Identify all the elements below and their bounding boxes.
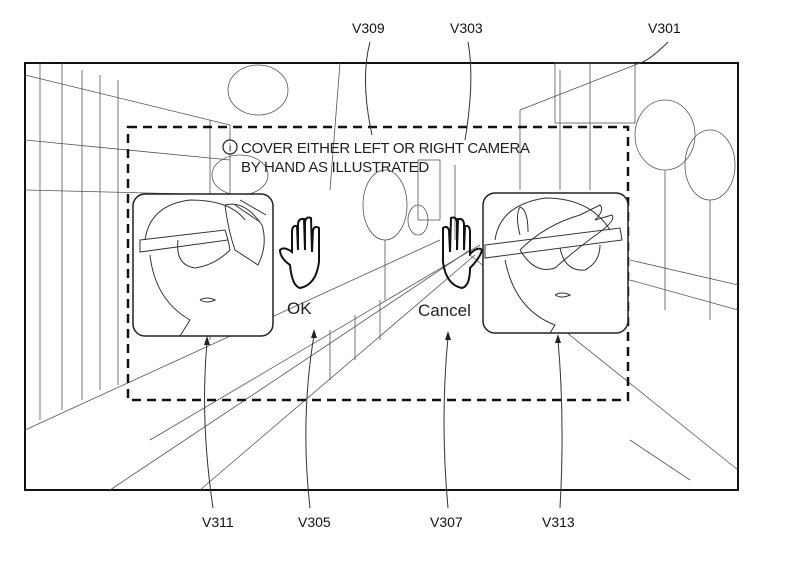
- message-line-2: BY HAND AS ILLUSTRATED: [241, 159, 429, 176]
- ref-label-v301: V301: [648, 20, 681, 36]
- ref-label-v305: V305: [298, 514, 331, 530]
- display-frame: [24, 62, 739, 491]
- leader-lines: [204, 41, 669, 509]
- reference-labels: V309 V303 V301 V311 V305 V307 V313: [202, 20, 681, 530]
- svg-text:i: i: [229, 143, 231, 155]
- ok-gesture-hand-icon: [278, 216, 320, 290]
- ref-label-v307: V307: [430, 514, 463, 530]
- ref-label-v313: V313: [542, 514, 575, 530]
- message-line-1: COVER EITHER LEFT OR RIGHT CAMERA: [241, 140, 530, 157]
- ref-label-v303: V303: [450, 20, 483, 36]
- ref-label-v311: V311: [202, 514, 234, 530]
- cancel-gesture-hand-icon: [442, 216, 484, 290]
- cancel-button[interactable]: Cancel: [418, 301, 471, 320]
- info-icon: i: [222, 139, 238, 155]
- leader-arrowheads: [204, 329, 561, 345]
- ok-button[interactable]: OK: [287, 299, 312, 318]
- ref-label-v309: V309: [352, 20, 385, 36]
- left-camera-cover-illustration: [132, 193, 274, 337]
- right-camera-cover-illustration: [482, 192, 629, 334]
